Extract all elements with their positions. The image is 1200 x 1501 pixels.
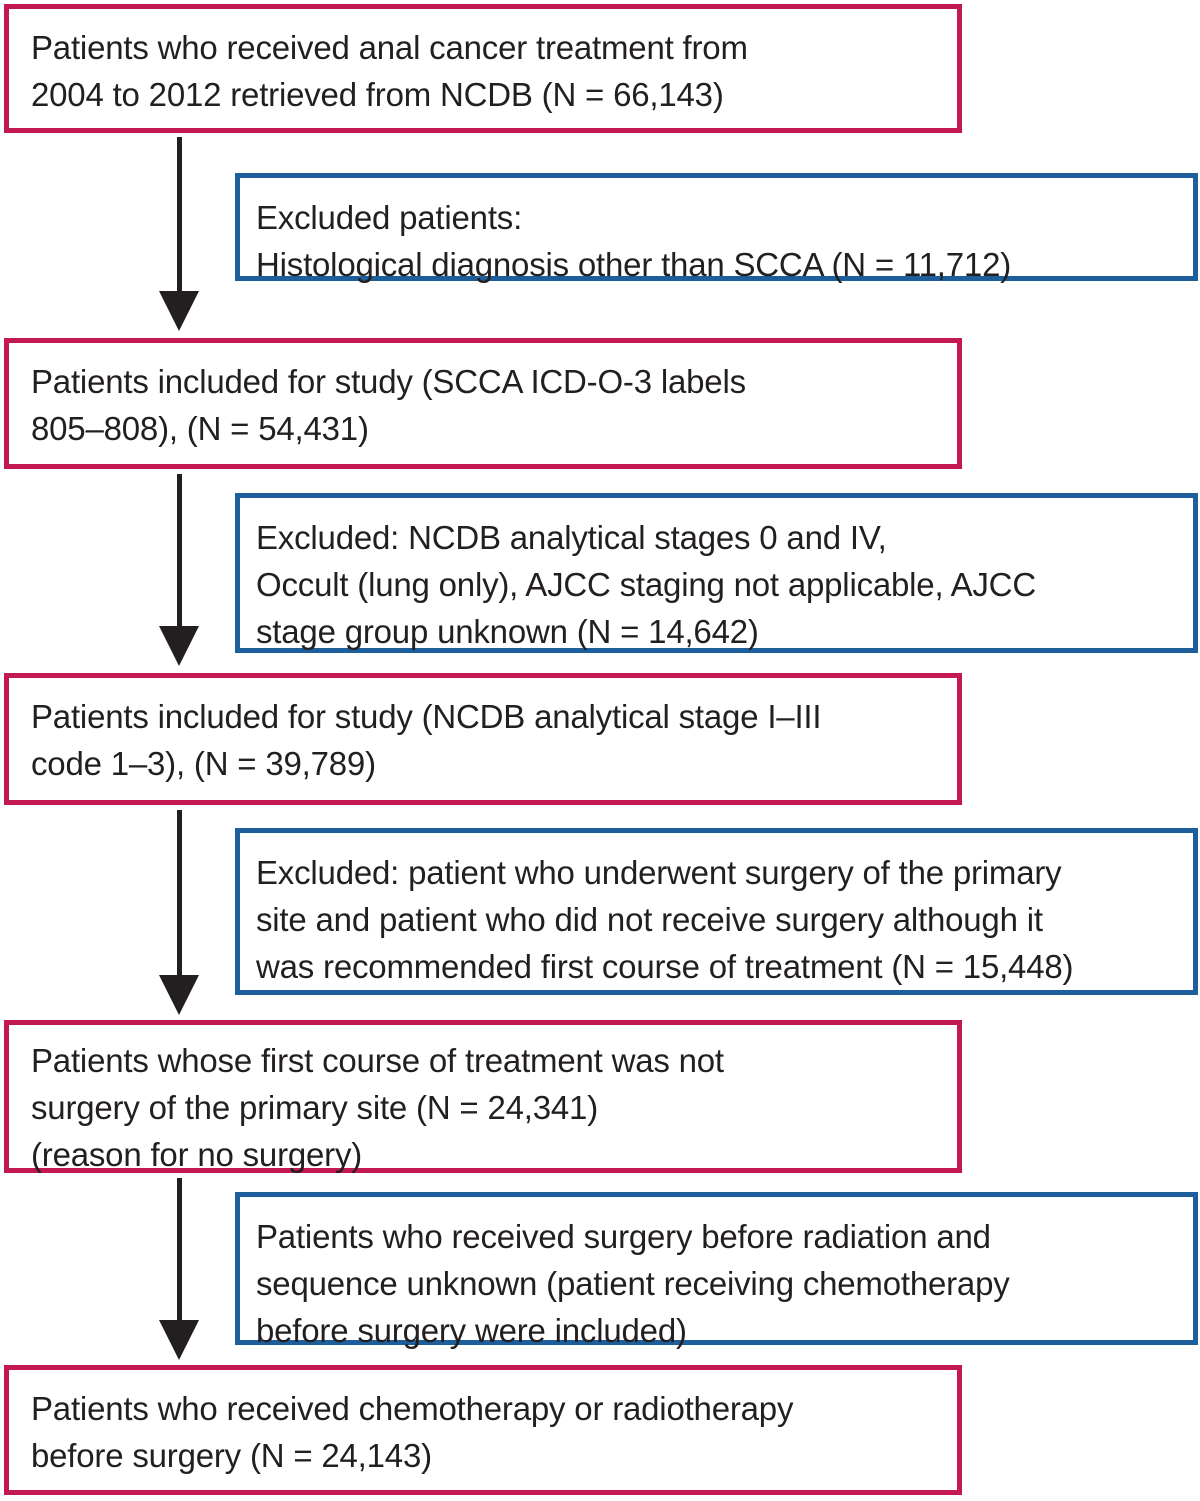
arrow-head-icon (159, 291, 199, 331)
arrow-head-icon (159, 975, 199, 1015)
exclusion-box-stages: Excluded: NCDB analytical stages 0 and I… (235, 493, 1198, 653)
down-arrow-1 (159, 137, 199, 331)
down-arrow-2 (159, 474, 199, 666)
arrow-shaft (176, 1178, 182, 1320)
cohort-box-ncdb-retrieved: Patients who received anal cancer treatm… (4, 4, 962, 133)
arrow-shaft (176, 810, 182, 975)
arrow-shaft (176, 137, 182, 291)
cohort-box-scca-included: Patients included for study (SCCA ICD-O-… (4, 338, 962, 469)
arrow-shaft (176, 474, 182, 626)
exclusion-box-surgery: Excluded: patient who underwent surgery … (235, 828, 1198, 995)
cohort-box-no-surgery: Patients whose first course of treatment… (4, 1020, 962, 1173)
exclusion-box-histology: Excluded patients: Histological diagnosi… (235, 173, 1198, 283)
down-arrow-3 (159, 810, 199, 1015)
exclusion-box-sequence: Patients who received surgery before rad… (235, 1192, 1198, 1349)
arrow-head-icon (159, 1320, 199, 1360)
arrow-head-icon (159, 626, 199, 666)
cohort-box-final: Patients who received chemotherapy or ra… (4, 1365, 962, 1495)
cohort-box-stage-included: Patients included for study (NCDB analyt… (4, 673, 962, 805)
down-arrow-4 (159, 1178, 199, 1360)
